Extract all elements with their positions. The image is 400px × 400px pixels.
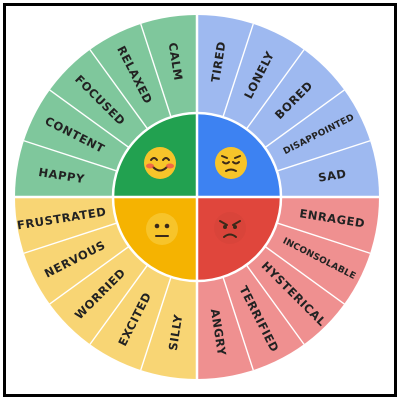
smiling-face-with-blush-icon	[144, 147, 176, 179]
emotion-word-silly: SILLY	[166, 313, 186, 352]
happy-divider	[49, 89, 130, 149]
sad-divider	[222, 23, 254, 118]
sad-divider	[264, 89, 345, 149]
angry-divider	[264, 245, 345, 305]
emotion-word-calm: CALM	[166, 42, 186, 82]
angry-face-icon	[214, 212, 246, 244]
worried-divider	[140, 276, 172, 371]
angry-divider	[245, 264, 305, 345]
neutral-face-icon	[146, 213, 178, 245]
angry-divider	[276, 222, 371, 254]
happy-divider	[140, 23, 172, 118]
emoji-faces	[144, 147, 247, 245]
sad-divider	[245, 49, 305, 130]
angry-divider	[222, 276, 254, 371]
worried-divider	[23, 222, 118, 254]
picture-border	[3, 3, 397, 397]
worried-divider	[89, 264, 149, 345]
emotion-word-tired: TIRED	[208, 40, 228, 83]
emotion-word-sad: SAD	[317, 166, 347, 184]
happy-divider	[89, 49, 149, 130]
happy-divider	[23, 140, 118, 172]
segment-dividers	[23, 23, 371, 371]
pensive-face-icon	[215, 147, 247, 179]
sad-divider	[276, 140, 371, 172]
inner-ring-outline	[111, 111, 283, 283]
worried-divider	[49, 245, 130, 305]
